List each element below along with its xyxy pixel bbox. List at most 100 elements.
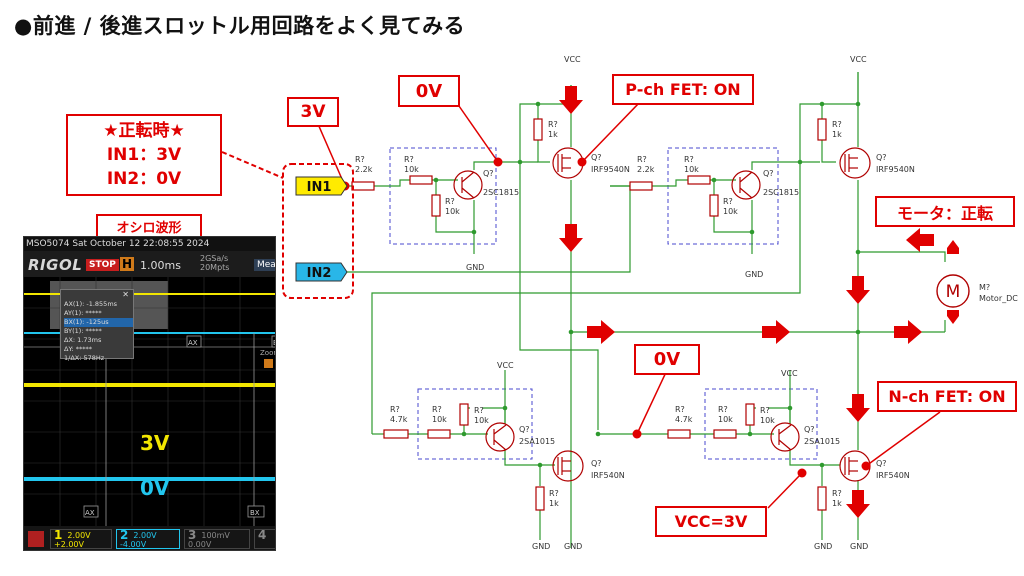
ch2-offset: -4.00V: [120, 540, 147, 549]
vcc-label: VCC: [564, 55, 581, 64]
callout-leader: [221, 151, 284, 179]
run-status-badge: STOP: [86, 259, 119, 271]
motor-ref: M?: [979, 283, 990, 292]
ref-label: R?: [355, 155, 365, 164]
measure-button: Measure: [254, 259, 275, 271]
ref-label: R?: [445, 197, 455, 206]
ref-label: R?: [390, 405, 400, 414]
ref-label: Q?: [876, 153, 887, 162]
current-arrows: [559, 86, 959, 518]
vcc-label: VCC: [850, 55, 867, 64]
ch2-level-label: 0V: [140, 476, 170, 500]
ref-label: R?: [760, 406, 770, 415]
bjt-q-pnp-2: [770, 422, 800, 452]
resistors: [351, 118, 827, 511]
value-label: 2.2k: [355, 165, 373, 174]
ref-label: Q?: [483, 169, 494, 178]
driver-box-q1: [389, 147, 818, 460]
cursor-ax-bottom: AX: [85, 509, 95, 517]
mosfet-pch-2: [839, 147, 871, 179]
ref-label: Q?: [591, 459, 602, 468]
cursor-readout-panel: ✕ AX(1): -1.855ms AY(1): ***** BX(1): -1…: [60, 289, 134, 362]
ref-label: Q?: [591, 153, 602, 162]
input-group-frame: [282, 163, 354, 299]
ref-label: R?: [832, 120, 842, 129]
value-label: 10k: [474, 416, 489, 425]
probe-dots: [340, 157, 871, 478]
ch4-number: 4: [258, 528, 267, 542]
value-label: 1k: [549, 499, 559, 508]
ch1-number: 1: [54, 528, 63, 542]
cursor-row: AX(1): -1.855ms: [64, 300, 118, 308]
ch2-number: 2: [120, 528, 129, 542]
cursor-row: BX(1): -125us: [64, 318, 133, 327]
ch1-level-label: 3V: [140, 431, 170, 455]
node-bottom-voltage-callout: 0V: [634, 344, 700, 375]
part-label: 2SC1815: [763, 188, 799, 197]
ref-label: R?: [549, 489, 559, 498]
cursor-row: ΔX: 1.73ms: [64, 336, 102, 344]
ch3-number: 3: [188, 528, 197, 542]
in2-state: IN2：0V: [106, 169, 182, 189]
part-label: IRF540N: [876, 471, 910, 480]
ref-label: R?: [684, 155, 694, 164]
scope-header: MSO5074 Sat October 12 22:08:55 2024: [24, 237, 275, 251]
ref-label: R?: [832, 489, 842, 498]
gnd-label: GND: [564, 542, 582, 551]
forward-callout: ★正転時★ IN1：3V IN2：0V: [66, 114, 222, 196]
part-label: 2SA1015: [519, 437, 555, 446]
value-label: 1k: [548, 130, 558, 139]
node-top-voltage-callout: 0V: [398, 75, 460, 107]
ref-label: R?: [474, 406, 484, 415]
value-label: 4.7k: [675, 415, 693, 424]
value-label: 2.2k: [637, 165, 655, 174]
ref-label: Q?: [804, 425, 815, 434]
ref-label: Q?: [763, 169, 774, 178]
ref-label: R?: [637, 155, 647, 164]
ch1-panel: 1 2.00V+2.00V: [50, 529, 112, 549]
close-icon[interactable]: ✕: [122, 290, 129, 299]
motor-glyph: M: [946, 282, 961, 302]
ref-label: R?: [432, 405, 442, 414]
in1-label: IN1: [307, 180, 332, 195]
value-label: 1k: [832, 130, 842, 139]
vcc-label: VCC: [781, 369, 798, 378]
in2-label: IN2: [307, 266, 332, 281]
page-title: ●前進 / 後進スロットル用回路をよく見てみる: [14, 14, 466, 38]
callout-leaders: [317, 101, 941, 509]
gnd-label: GND: [850, 542, 868, 551]
gnd-label: GND: [466, 263, 484, 272]
value-label: 10k: [445, 207, 460, 216]
ref-label: R?: [404, 155, 414, 164]
ch3-offset: 0.00V: [188, 540, 212, 549]
ch3-scale: 100mV: [201, 531, 230, 540]
channel-bar: [24, 526, 275, 550]
value-label: 10k: [432, 415, 447, 424]
value-label: 10k: [760, 416, 775, 425]
horizontal-badge: H: [120, 257, 134, 271]
forward-label: ★正転時★: [103, 121, 185, 141]
gnd-label: GND: [745, 270, 763, 279]
cursor-ax-top: AX: [188, 339, 198, 347]
nch-state-callout: N-ch FET: ON: [877, 381, 1017, 412]
mosfet-nch-1: [552, 450, 584, 482]
value-label: 1k: [832, 499, 842, 508]
vcc-note-callout: VCC=3V: [655, 506, 767, 537]
in1-port: IN1: [295, 176, 348, 196]
ch2-panel: 2 2.00V-4.00V: [116, 529, 180, 549]
cursor-row: 1/ΔX: 578Hz: [64, 354, 105, 362]
value-label: 10k: [684, 165, 699, 174]
ch2-scale: 2.00V: [133, 531, 157, 540]
menu-icon: [28, 531, 44, 547]
cursor-bx-bottom: BX: [250, 509, 260, 517]
scope-toolbar: [24, 251, 275, 277]
oscilloscope-screenshot: MSO5074 Sat October 12 22:08:55 2024 RIG…: [23, 236, 276, 551]
ch1-offset: +2.00V: [54, 540, 84, 549]
motor-name: Motor_DC: [979, 294, 1018, 303]
motor: M: [936, 274, 970, 308]
value-label: 10k: [404, 165, 419, 174]
pch-state-callout: P-ch FET: ON: [612, 74, 754, 105]
